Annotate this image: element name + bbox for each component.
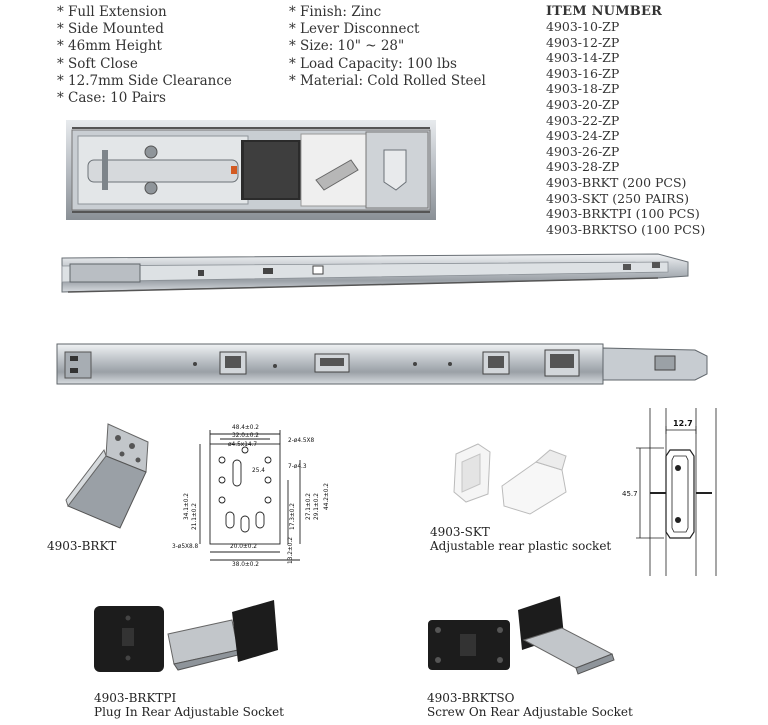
caption-brktso-desc: Screw On Rear Adjustable Socket	[427, 704, 633, 719]
dim-label: 34.1±0.2	[184, 493, 190, 520]
dim-label: ø4.5x14.7	[228, 442, 257, 448]
item-code: 4903-18-ZP	[546, 81, 620, 97]
dim-label: 2-ø4.5X8	[288, 438, 315, 444]
feature-case: * Case: 10 Pairs	[57, 90, 166, 107]
item-code: 4903-10-ZP	[546, 19, 620, 34]
dim-label: 21.1±0.2	[192, 503, 198, 530]
slide-closed-photo	[56, 343, 708, 385]
feature-side-mounted: * Side Mounted	[57, 21, 164, 38]
item-code: 4903-28-ZP	[546, 159, 620, 175]
slide-extended-photo	[61, 253, 689, 293]
caption-brkt: 4903-BRKT	[47, 539, 117, 553]
feature-finish: * Finish: Zinc	[289, 4, 382, 20]
caption-skt-desc: Adjustable rear plastic socket	[430, 538, 612, 553]
dim-label: 32.0±0.2	[232, 433, 259, 439]
dim-label: 17.3±0.2	[290, 503, 296, 530]
feature-soft-close: * Soft Close	[57, 55, 138, 72]
item-number-heading: ITEM NUMBER	[546, 4, 663, 19]
plastic-socket-photo	[440, 436, 580, 522]
features-left: * Full Extension * Side Mounted * 46mm H…	[57, 4, 232, 107]
feature-load-capacity: * Load Capacity: 100 lbs	[289, 55, 457, 72]
item-number-block: ITEM NUMBER 4903-10-ZP 4903-12-ZP 4903-1…	[546, 4, 705, 237]
item-code: 4903-26-ZP	[546, 143, 620, 159]
dim-label: 20.0±0.2	[230, 544, 257, 550]
item-code: 4903-BRKTSO (100 PCS)	[546, 221, 706, 237]
item-code: 4903-24-ZP	[546, 128, 620, 144]
dim-label: 25.4	[252, 468, 265, 474]
profile-height-dim: 45.7	[622, 490, 638, 498]
caption-skt-code: 4903-SKT	[430, 525, 490, 539]
caption-skt: 4903-SKT Adjustable rear plastic socket	[430, 525, 612, 553]
dim-label: 3-ø5X8.8	[172, 544, 199, 550]
caption-brktpi-desc: Plug In Rear Adjustable Socket	[94, 704, 284, 719]
item-code: 4903-12-ZP	[546, 34, 620, 50]
item-code: 4903-20-ZP	[546, 96, 620, 112]
dim-label: 7-ø4.3	[288, 464, 307, 470]
dim-label: 27.1±0.2	[306, 493, 312, 520]
caption-brktso: 4903-BRKTSO Screw On Rear Adjustable Soc…	[427, 691, 633, 719]
item-code: 4903-14-ZP	[546, 50, 620, 66]
dim-label: 44.2±0.2	[324, 483, 330, 510]
feature-lever-disconnect: * Lever Disconnect	[289, 21, 420, 38]
feature-full-extension: * Full Extension	[57, 4, 167, 20]
slide-profile-drawing: 12.7 45.7	[622, 408, 717, 576]
plug-in-socket-photo	[94, 600, 278, 672]
item-code: 4903-SKT (250 PAIRS)	[546, 190, 690, 206]
item-code: 4903-BRKTPI (100 PCS)	[546, 206, 700, 222]
dim-label: 13.2±0.2	[288, 537, 294, 564]
dim-label: 29.1±0.2	[314, 493, 320, 520]
feature-material: * Material: Cold Rolled Steel	[289, 72, 486, 89]
caption-brktpi: 4903-BRKTPI Plug In Rear Adjustable Sock…	[94, 691, 284, 719]
rear-bracket-photo	[65, 423, 149, 529]
item-code: 4903-BRKT (200 PCS)	[546, 174, 687, 190]
dim-label: 48.4±0.2	[232, 425, 259, 431]
caption-brktpi-code: 4903-BRKTPI	[94, 691, 177, 705]
feature-size: * Size: 10" ~ 28"	[289, 38, 405, 55]
feature-side-clearance: * 12.7mm Side Clearance	[57, 72, 232, 89]
caption-brktso-code: 4903-BRKTSO	[427, 691, 515, 705]
features-right: * Finish: Zinc * Lever Disconnect * Size…	[289, 4, 486, 90]
slide-closeup-photo	[66, 120, 436, 220]
bracket-technical-drawing: 48.4±0.2 32.0±0.2 ø4.5x14.7 2-ø4.5X8 25.…	[172, 425, 330, 568]
dim-label: 38.0±0.2	[232, 562, 259, 568]
profile-width-dim: 12.7	[673, 419, 693, 428]
screw-on-socket-photo	[428, 596, 615, 675]
item-number-list: 4903-10-ZP 4903-12-ZP 4903-14-ZP 4903-16…	[546, 19, 705, 237]
item-code: 4903-16-ZP	[546, 65, 620, 81]
feature-height: * 46mm Height	[57, 38, 162, 55]
item-code: 4903-22-ZP	[546, 112, 620, 128]
